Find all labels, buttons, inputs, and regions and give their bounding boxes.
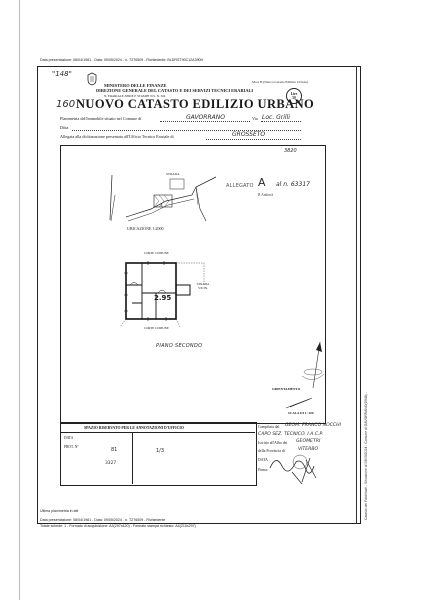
albo-label: Iscritto all'Albo dei — [258, 441, 288, 445]
document-title: NUOVO CATASTO EDILIZIO URBANO — [76, 97, 315, 111]
ufficio-line — [206, 139, 301, 140]
ditta-label: Ditta — [60, 125, 69, 130]
compiler-role: CAPO SEZ. TECNICO. I.A.C.P. — [258, 432, 324, 437]
reserved-box-col — [132, 432, 133, 484]
sheet-right-edge — [356, 66, 357, 524]
comune-label: Planimetria dell'immobile situato nel Co… — [60, 116, 142, 121]
compiler-date-label: DATA — [258, 458, 268, 462]
corte-comune-bottom: CORTE COMUNE — [144, 326, 169, 330]
footer-line3: Totale schede: 1 - Formato di acquisizio… — [40, 524, 196, 528]
allegato-letter: A — [258, 176, 266, 189]
scale-icon — [285, 397, 313, 409]
floor-plan — [119, 261, 205, 328]
provincia-label: della Provincia di — [258, 449, 285, 453]
header-info-line: Data presentazione: 08/04/1981 - Data: 0… — [40, 58, 204, 62]
reserved-box-title: SPAZIO RISERVATO PER LE ANNOTAZIONI D'UF… — [84, 426, 184, 430]
ufficio-label: Allegata alla dichiarazione presentata a… — [60, 134, 174, 139]
room-height: 2.95 — [154, 294, 172, 302]
sheet-mark: 3 — [160, 203, 163, 208]
albo-value: GEOMETRI — [296, 439, 321, 444]
ministry-line2: DIREZIONE GENERALE DEL CATASTO E DEI SER… — [96, 88, 254, 93]
margin-rule — [19, 0, 20, 600]
road-label: STRADA — [166, 172, 180, 176]
corte-comune-top: CORTE COMUNE — [144, 251, 169, 255]
reserved-hw-1: 81 — [111, 447, 118, 453]
reserved-prot-label: PROT. N° — [64, 445, 79, 449]
compiler-name: GEOM. FRANCO NOCCHI — [285, 423, 341, 428]
right-vertical-text: Catasto dei Fabbricati - Situazione al 0… — [364, 392, 368, 520]
scale-label: SCALA DI 1: 200 — [288, 411, 314, 415]
mod-label: Mod. B (Nuovo Catasto Edilizio Urbano) — [252, 80, 309, 84]
plan-ref-number: 3820 — [284, 148, 297, 154]
lire-stamp: Lire 50 — [286, 88, 302, 104]
compiler-sign-label: Firma: — [258, 468, 269, 472]
ministry-line3: N. ERARIALE-SERIE E STAMPE N.S. N. 304 — [104, 94, 166, 98]
comune-value: GAVORRANO — [186, 114, 225, 121]
provincia-value: VITERBO — [298, 447, 319, 452]
emblem-icon — [86, 72, 98, 86]
compiler-signature — [269, 454, 317, 485]
allegato-label: ALLEGATO — [226, 183, 254, 189]
compass-icon — [301, 341, 325, 389]
footer-line1: Ultima planimetria in atti — [40, 509, 79, 513]
reserved-hw-3: 1/3 — [156, 448, 165, 454]
via-value: Loc. Grilli — [262, 114, 290, 121]
plan-frame — [60, 145, 326, 424]
stamp-number: "148" — [52, 70, 72, 78]
ditta-line — [72, 130, 301, 131]
ufficio-value: GROSSETO — [232, 131, 266, 138]
handwritten-number: 160 — [56, 99, 76, 110]
document-sheet — [37, 66, 361, 524]
location-sketch — [109, 174, 217, 222]
reserved-box-divider — [60, 432, 255, 433]
compiler-label: Compilata dal — [258, 425, 280, 429]
floor-label: PIANO SECONDO — [156, 343, 203, 349]
ministry-line1: MINISTERO DELLE FINANZE — [104, 83, 167, 88]
orientamento-label: ORIENTAMENTO — [272, 387, 301, 391]
footer-line2: Data presentazione: 08/04/1981 - Data: 0… — [40, 518, 166, 522]
allegato-sub: B Andorrà — [258, 193, 274, 197]
reserved-hw-2: 3327 — [105, 461, 117, 466]
via-label: Via — [252, 116, 258, 121]
strada-vicinale-label: STRADA VICIN. — [196, 282, 210, 290]
reserved-box — [60, 422, 257, 486]
allegato-code: al n. 63317 — [276, 181, 310, 188]
location-scale-label: UBICAZIONE 1:2000 — [127, 226, 164, 231]
lire-text: Lire 50 — [290, 92, 298, 100]
comune-line — [160, 121, 250, 122]
reserved-data-label: DATA — [64, 436, 74, 440]
via-line — [261, 121, 301, 122]
